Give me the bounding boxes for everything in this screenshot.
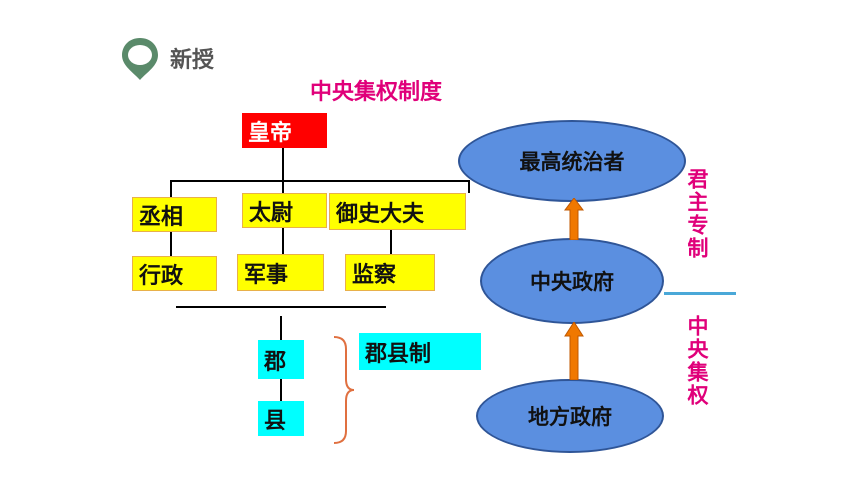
duty-box-supervision: 监察 <box>345 254 435 291</box>
side-label-centralization: 中央集权 <box>685 315 709 407</box>
minister-box-commander: 太尉 <box>242 193 327 228</box>
county-box: 县 <box>258 401 304 436</box>
hierarchy-top: 最高统治者 <box>458 120 686 202</box>
arrow-up-icon <box>564 322 584 380</box>
minister-drop-1 <box>170 180 172 198</box>
commandery-county-link <box>280 379 282 401</box>
curly-brace-icon <box>333 336 355 444</box>
minister-drop-2 <box>282 180 284 193</box>
duty-link-1 <box>170 232 172 256</box>
minister-box-chancellor: 丞相 <box>132 197 217 232</box>
duty-box-administration: 行政 <box>132 256 217 291</box>
side-divider <box>664 292 736 295</box>
location-pin-icon <box>122 38 158 80</box>
center-local-divider <box>176 306 386 308</box>
minister-drop-3 <box>468 180 470 193</box>
minister-bar <box>170 180 470 182</box>
emperor-stem <box>282 148 284 181</box>
arrow-up-icon <box>564 198 584 240</box>
section-label: 新授 <box>170 48 215 73</box>
diagram-title: 中央集权制度 <box>310 80 443 105</box>
duty-link-2 <box>282 228 284 254</box>
commandery-county-system-box: 郡县制 <box>359 333 481 370</box>
hierarchy-bottom: 地方政府 <box>476 379 664 453</box>
commandery-box: 郡 <box>258 340 304 379</box>
minister-box-censor: 御史大夫 <box>329 193 466 230</box>
duty-box-military: 军事 <box>237 254 324 291</box>
hierarchy-middle: 中央政府 <box>480 238 664 324</box>
duty-link-3 <box>390 230 392 254</box>
local-stem <box>280 316 282 340</box>
side-label-autocracy: 君主专制 <box>685 168 709 260</box>
emperor-box: 皇帝 <box>242 113 327 148</box>
